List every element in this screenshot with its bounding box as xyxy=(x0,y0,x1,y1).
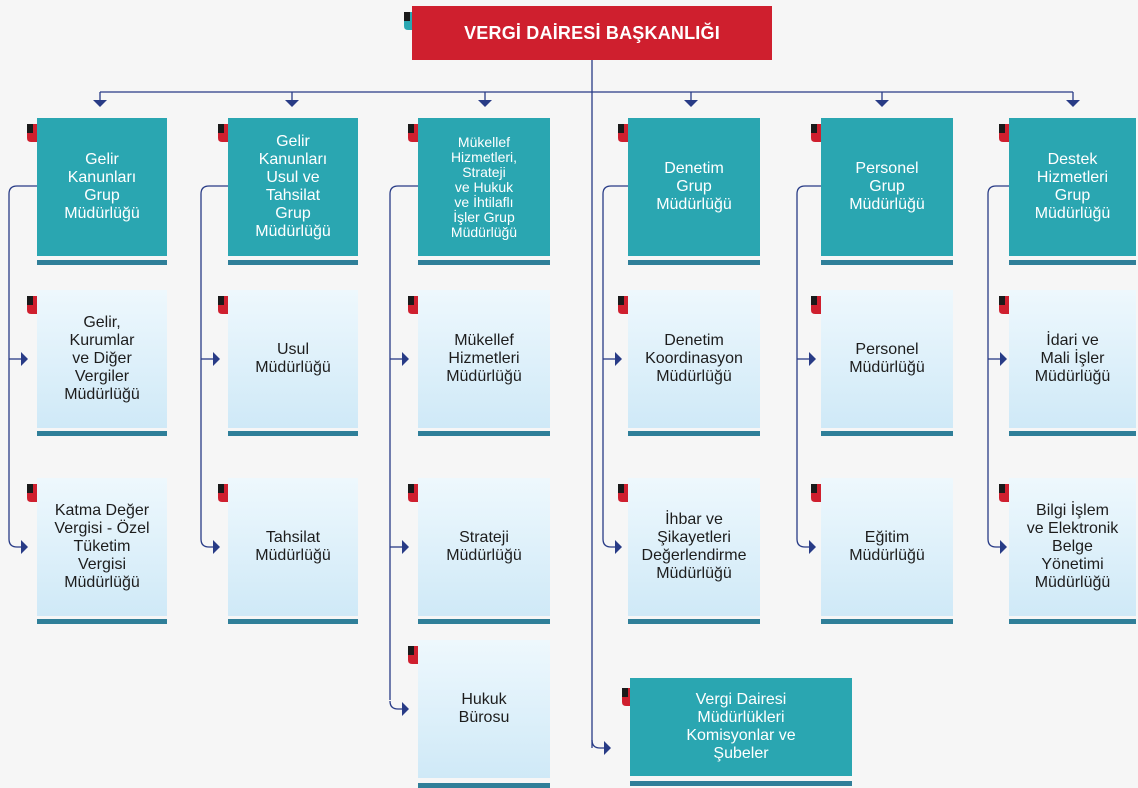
unit-box-4-1[interactable]: Denetim Koordinasyon Müdürlüğü xyxy=(628,290,760,428)
column-trunk-line xyxy=(200,185,228,539)
extra-branch-line xyxy=(591,739,604,749)
group-box-1[interactable]: Gelir Kanunları Grup Müdürlüğü xyxy=(37,118,167,256)
group-box-4[interactable]: Denetim Grup Müdürlüğü xyxy=(628,118,760,256)
extra-underline-bar xyxy=(630,781,852,786)
unit-box-2-2[interactable]: Tahsilat Müdürlüğü xyxy=(228,478,358,616)
group-box-1-label: Gelir Kanunları Grup Müdürlüğü xyxy=(64,151,140,222)
group-box-3-label: Mükellef Hizmetleri, Strateji ve Hukuk v… xyxy=(450,133,518,240)
group-box-6-label: Destek Hizmetleri Grup Müdürlüğü xyxy=(1034,151,1111,222)
column-trunk-line xyxy=(987,185,1009,539)
right-arrow xyxy=(402,352,409,366)
right-arrow xyxy=(21,540,28,554)
unit-underline-bar xyxy=(418,619,550,624)
unit-box-4-2-label: İhbar ve Şikayetleri Değerlendirme Müdür… xyxy=(641,511,747,582)
group-box-5-label: Personel Grup Müdürlüğü xyxy=(849,160,925,213)
unit-box-1-2[interactable]: Katma Değer Vergisi - Özel Tüketim Vergi… xyxy=(37,478,167,616)
unit-box-5-2-label: Eğitim Müdürlüğü xyxy=(849,529,925,564)
group-underline-bar xyxy=(628,260,760,265)
column-trunk-line xyxy=(389,185,418,700)
unit-underline-bar xyxy=(418,783,550,788)
unit-underline-bar xyxy=(228,619,358,624)
right-arrow xyxy=(402,702,409,716)
unit-underline-bar xyxy=(628,619,760,624)
unit-box-1-1[interactable]: Gelir, Kurumlar ve Diğer Vergiler Müdürl… xyxy=(37,290,167,428)
unit-box-3-3[interactable]: Hukuk Bürosu xyxy=(418,640,550,778)
unit-underline-bar xyxy=(418,431,550,436)
unit-underline-bar xyxy=(37,431,167,436)
branch-line xyxy=(987,538,1000,548)
column-trunk-line xyxy=(602,185,628,539)
down-arrow-1 xyxy=(93,100,107,107)
down-arrow-4 xyxy=(684,100,698,107)
unit-underline-bar xyxy=(1009,431,1136,436)
unit-underline-bar xyxy=(821,619,953,624)
right-arrow xyxy=(1000,540,1007,554)
unit-box-4-1-label: Denetim Koordinasyon Müdürlüğü xyxy=(645,332,743,385)
unit-box-4-2[interactable]: İhbar ve Şikayetleri Değerlendirme Müdür… xyxy=(628,478,760,616)
unit-box-2-1[interactable]: Usul Müdürlüğü xyxy=(228,290,358,428)
right-arrow xyxy=(213,352,220,366)
group-box-2-label: Gelir Kanunları Usul ve Tahsilat Grup Mü… xyxy=(255,133,331,240)
down-arrow-3 xyxy=(478,100,492,107)
unit-underline-bar xyxy=(37,619,167,624)
unit-box-5-1-label: Personel Müdürlüğü xyxy=(849,341,925,376)
right-arrow xyxy=(21,352,28,366)
unit-box-3-2[interactable]: Strateji Müdürlüğü xyxy=(418,478,550,616)
right-arrow xyxy=(1000,352,1007,366)
right-arrow xyxy=(809,352,816,366)
group-underline-bar xyxy=(1009,260,1136,265)
group-box-4-label: Denetim Grup Müdürlüğü xyxy=(656,160,732,213)
branch-line xyxy=(8,538,21,548)
group-underline-bar xyxy=(821,260,953,265)
down-arrow-5 xyxy=(875,100,889,107)
unit-underline-bar xyxy=(821,431,953,436)
branch-line xyxy=(389,700,402,710)
unit-underline-bar xyxy=(1009,619,1136,624)
right-arrow xyxy=(615,540,622,554)
unit-box-1-2-label: Katma Değer Vergisi - Özel Tüketim Vergi… xyxy=(54,502,150,591)
branch-line xyxy=(796,538,809,548)
group-box-6[interactable]: Destek Hizmetleri Grup Müdürlüğü xyxy=(1009,118,1136,256)
unit-box-6-1-label: İdari ve Mali İşler Müdürlüğü xyxy=(1034,332,1111,385)
unit-box-3-3-label: Hukuk Bürosu xyxy=(458,691,510,726)
unit-box-5-1[interactable]: Personel Müdürlüğü xyxy=(821,290,953,428)
group-box-2[interactable]: Gelir Kanunları Usul ve Tahsilat Grup Mü… xyxy=(228,118,358,256)
down-arrow-6 xyxy=(1066,100,1080,107)
unit-box-3-1[interactable]: Mükellef Hizmetleri Müdürlüğü xyxy=(418,290,550,428)
group-underline-bar xyxy=(228,260,358,265)
column-trunk-line xyxy=(8,185,37,539)
down-arrow-2 xyxy=(285,100,299,107)
group-underline-bar xyxy=(37,260,167,265)
branch-line xyxy=(602,538,615,548)
unit-box-3-2-label: Strateji Müdürlüğü xyxy=(446,529,522,564)
unit-box-3-1-label: Mükellef Hizmetleri Müdürlüğü xyxy=(446,332,522,385)
group-box-5[interactable]: Personel Grup Müdürlüğü xyxy=(821,118,953,256)
unit-box-5-2[interactable]: Eğitim Müdürlüğü xyxy=(821,478,953,616)
extra-unit-box-label: Vergi Dairesi Müdürlükleri Komisyonlar v… xyxy=(686,691,796,762)
unit-box-6-2[interactable]: Bilgi İşlem ve Elektronik Belge Yönetimi… xyxy=(1009,478,1136,616)
unit-underline-bar xyxy=(228,431,358,436)
right-arrow xyxy=(213,540,220,554)
group-underline-bar xyxy=(418,260,550,265)
column-trunk-line xyxy=(796,185,821,539)
unit-box-2-1-label: Usul Müdürlüğü xyxy=(255,341,331,376)
branch-line xyxy=(200,538,213,548)
extra-unit-box[interactable]: Vergi Dairesi Müdürlükleri Komisyonlar v… xyxy=(630,678,852,776)
unit-box-2-2-label: Tahsilat Müdürlüğü xyxy=(255,529,331,564)
right-arrow-extra xyxy=(604,741,611,755)
right-arrow xyxy=(615,352,622,366)
unit-box-6-2-label: Bilgi İşlem ve Elektronik Belge Yönetimi… xyxy=(1026,502,1119,591)
right-arrow xyxy=(809,540,816,554)
unit-underline-bar xyxy=(628,431,760,436)
root-node-vergi-dairesi-baskanligi[interactable]: VERGİ DAİRESİ BAŞKANLIĞI xyxy=(412,6,772,60)
right-arrow xyxy=(402,540,409,554)
unit-box-6-1[interactable]: İdari ve Mali İşler Müdürlüğü xyxy=(1009,290,1136,428)
root-title: VERGİ DAİRESİ BAŞKANLIĞI xyxy=(464,23,720,43)
group-box-3[interactable]: Mükellef Hizmetleri, Strateji ve Hukuk v… xyxy=(418,118,550,256)
unit-box-1-1-label: Gelir, Kurumlar ve Diğer Vergiler Müdürl… xyxy=(64,314,140,403)
